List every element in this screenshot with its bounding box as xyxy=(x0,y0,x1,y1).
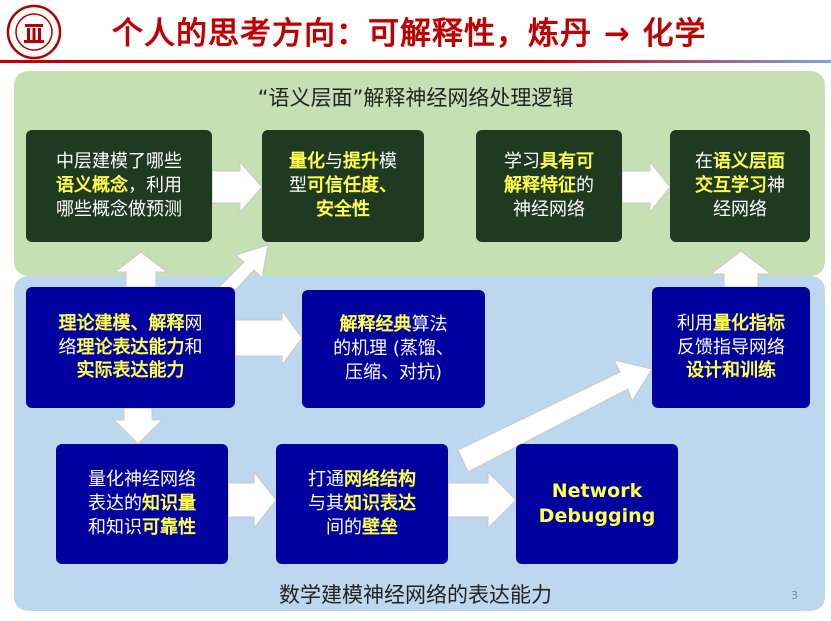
b9-with: 与其 xyxy=(308,493,344,515)
b9-knowledge-expr: 知识表达 xyxy=(344,493,416,515)
b1-highlight: 语义概念 xyxy=(56,175,128,197)
b2-xing: 型 xyxy=(289,175,307,197)
box-network-debugging: Network Debugging xyxy=(516,444,678,564)
b8-expr: 表达的 xyxy=(88,493,142,515)
b6-algo: 算法 xyxy=(411,314,448,336)
slide-title: 个人的思考方向：可解释性，炼丹 → 化学 xyxy=(112,16,707,52)
box-interpretable-features: 学习具有可 解释特征的 神经网络 xyxy=(476,130,622,242)
b10-debugging: Debugging xyxy=(538,505,656,527)
box-theory-modeling: 理论建模、解释网 络理论表达能力和 实际表达能力 xyxy=(26,287,235,408)
university-seal-logo xyxy=(6,4,62,60)
b10-network: Network xyxy=(551,479,643,502)
b1-text: ，利用 xyxy=(128,175,182,197)
arrow-b8-to-b9 xyxy=(227,470,277,530)
b3-de: 的 xyxy=(576,175,594,197)
title-divider xyxy=(0,60,831,63)
box-classic-algorithms: 解释经典算法 的机理 (蒸馏、 压缩、对抗) xyxy=(302,290,485,408)
b3-features: 解释特征 xyxy=(504,175,576,197)
b1-line3: 哪些概念做预测 xyxy=(56,198,182,220)
b5-theory-expr: 理论表达能力 xyxy=(76,336,185,358)
arrow-b5-to-b1 xyxy=(113,251,169,288)
b4-semantic: 语义层面 xyxy=(713,151,785,173)
b7-feedback: 反馈指导网络 xyxy=(677,336,785,358)
b2-and: 与 xyxy=(325,151,343,173)
arrow-b9-to-b10 xyxy=(447,470,517,530)
b4-network: 经网络 xyxy=(713,198,767,220)
b1-line1: 中层建模了哪些 xyxy=(56,151,182,173)
arrow-b3-to-b4 xyxy=(621,160,671,214)
box-bridge-structure-knowledge: 打通网络结构 与其知识表达 间的壁垒 xyxy=(276,444,448,564)
b4-at: 在 xyxy=(695,151,713,173)
b7-metrics: 量化指标 xyxy=(713,312,785,334)
box-mid-layer-concepts: 中层建模了哪些 语义概念，利用 哪些概念做预测 xyxy=(26,130,212,242)
b5-and: 和 xyxy=(184,336,203,358)
b7-design-train: 设计和训练 xyxy=(686,360,776,382)
b9-structure: 网络结构 xyxy=(344,469,416,491)
page-number: 3 xyxy=(791,589,798,602)
b8-reliability: 可靠性 xyxy=(142,516,196,538)
b2-trust: 可信任度、 xyxy=(307,175,397,197)
semantic-level-panel-label: “语义层面”解释神经网络处理逻辑 xyxy=(257,86,574,110)
b9-barrier: 壁垒 xyxy=(362,516,398,538)
b6-compress: 压缩、对抗) xyxy=(344,361,443,383)
b3-learn: 学习 xyxy=(504,151,540,173)
b8-quantify-nn: 量化神经网络 xyxy=(88,469,196,491)
b2-safety: 安全性 xyxy=(316,198,370,220)
arrow-b1-to-b2 xyxy=(211,160,263,214)
b4-shen: 神 xyxy=(767,175,785,197)
b8-and-knowledge: 和知识 xyxy=(88,516,142,538)
b6-explain-classic: 解释经典 xyxy=(339,314,412,336)
b6-mechanism: 的机理 (蒸馏、 xyxy=(333,338,454,360)
b2-improve: 提升 xyxy=(343,151,379,173)
b2-quantify: 量化 xyxy=(289,151,325,173)
b3-have: 具有可 xyxy=(540,151,594,173)
b5-wang: 网 xyxy=(184,312,203,334)
box-knowledge-quantity: 量化神经网络 表达的知识量 和知识可靠性 xyxy=(56,444,228,564)
b5-theory: 理论建模、解释 xyxy=(58,312,185,334)
b5-practical-expr: 实际表达能力 xyxy=(76,360,185,382)
b7-use: 利用 xyxy=(677,312,713,334)
b3-nn: 神经网络 xyxy=(513,198,585,220)
expressive-power-panel-label: 数学建模神经网络的表达能力 xyxy=(279,583,552,607)
b8-knowledge-amount: 知识量 xyxy=(142,493,196,515)
b5-luo: 络 xyxy=(58,336,77,358)
arrow-b9-to-b7 xyxy=(457,359,653,473)
box-quantitative-feedback: 利用量化指标 反馈指导网络 设计和训练 xyxy=(652,287,810,408)
arrow-b5-to-b6 xyxy=(234,309,303,367)
b2-mo: 模 xyxy=(379,151,397,173)
box-semantic-interactive-learning: 在语义层面 交互学习神 经网络 xyxy=(670,130,810,242)
arrow-b7-to-b4 xyxy=(709,250,773,288)
b9-open: 打通 xyxy=(308,469,344,491)
box-quantify-trust: 量化与提升模 型可信任度、 安全性 xyxy=(262,130,424,242)
b4-interactive: 交互学习 xyxy=(695,175,767,197)
b9-between: 间的 xyxy=(326,516,362,538)
arrow-b5-to-b8 xyxy=(112,407,164,445)
